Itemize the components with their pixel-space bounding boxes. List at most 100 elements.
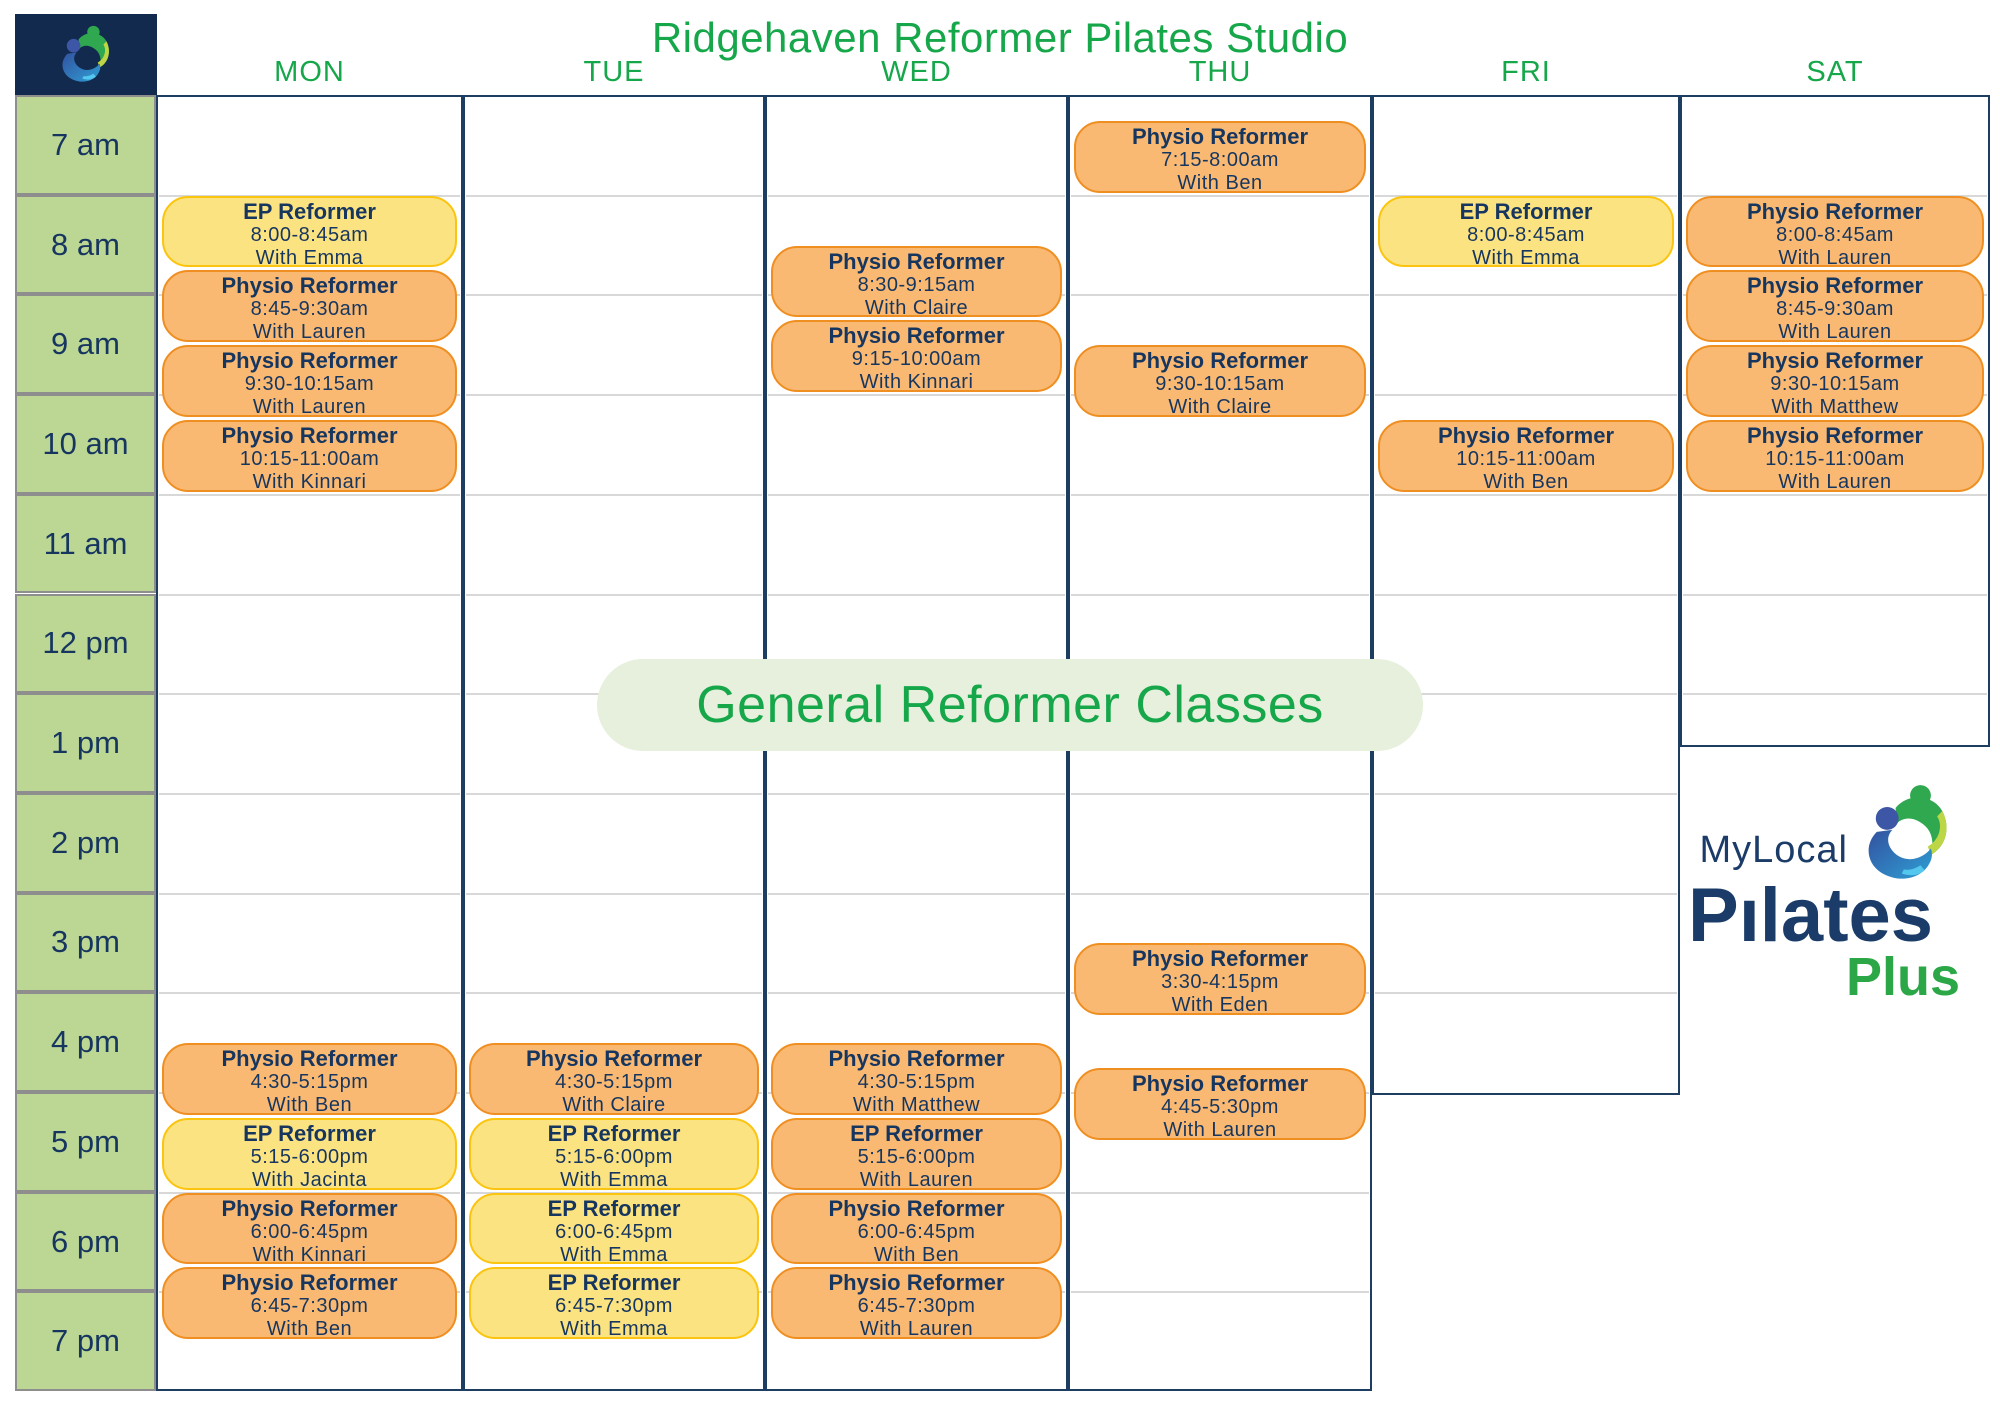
- hour-gridline: [1375, 593, 1677, 596]
- class-instructor: With Ben: [266, 1094, 353, 1115]
- brand-icon: [1868, 785, 1947, 879]
- class-name: Physio Reformer: [1131, 946, 1309, 972]
- hour-gridline: [1375, 892, 1677, 895]
- hour-gridline: [1375, 294, 1677, 297]
- class-name: EP Reformer: [850, 1120, 983, 1146]
- hour-gridline: [1071, 493, 1369, 496]
- hour-gridline: [159, 992, 460, 995]
- class-instructor: With Emma: [255, 246, 364, 268]
- hour-gridline: [1683, 593, 1987, 596]
- brand-mylocal-label: MyLocal: [1699, 829, 1848, 871]
- time-label: 5 pm: [15, 1092, 156, 1192]
- hour-gridline: [768, 992, 1065, 995]
- class-name: Physio Reformer: [828, 1046, 1005, 1072]
- class-time: 3:30-4:15pm: [1161, 971, 1279, 994]
- banner-label: General Reformer Classes: [696, 676, 1324, 734]
- class-instructor: With Lauren: [252, 321, 367, 343]
- general-classes-banner: General Reformer Classes: [597, 659, 1423, 751]
- hour-gridline: [466, 493, 762, 496]
- class-name: Physio Reformer: [1746, 273, 1924, 299]
- brand-pilates-label: Pılates: [1688, 873, 1934, 958]
- class-name: Physio Reformer: [828, 323, 1005, 349]
- class-name: EP Reformer: [547, 1120, 681, 1146]
- class-time: 5:15-6:00pm: [555, 1145, 673, 1168]
- hour-gridline: [1071, 194, 1369, 197]
- class-instructor: With Claire: [1168, 396, 1272, 418]
- class-name: EP Reformer: [547, 1270, 681, 1296]
- class-name: Physio Reformer: [828, 1270, 1005, 1296]
- class-instructor: With Lauren: [1778, 321, 1892, 343]
- class-time: 10:15-11:00am: [1765, 448, 1905, 471]
- class-instructor: With Claire: [864, 296, 969, 318]
- hour-gridline: [1683, 693, 1987, 696]
- class-name: Physio Reformer: [1746, 423, 1924, 449]
- hour-gridline: [159, 792, 460, 795]
- class-name: Physio Reformer: [1746, 198, 1924, 224]
- class-instructor: With Ben: [266, 1318, 353, 1340]
- day-header-fri: FRI: [1501, 56, 1551, 88]
- class-time: 9:30-10:15am: [1770, 373, 1900, 396]
- page-title: Ridgehaven Reformer Pilates Studio: [651, 14, 1349, 61]
- hour-gridline: [768, 892, 1065, 895]
- time-label: 12 pm: [15, 593, 156, 694]
- hour-gridline: [1375, 992, 1677, 995]
- time-label: 4 pm: [15, 992, 156, 1092]
- class-time: 4:45-5:30pm: [1161, 1096, 1279, 1119]
- time-label: 7 pm: [15, 1291, 156, 1392]
- class-instructor: With Lauren: [252, 396, 367, 418]
- hour-gridline: [768, 792, 1065, 795]
- hour-gridline: [159, 593, 460, 596]
- hour-gridline: [466, 294, 762, 297]
- class-instructor: With Emma: [560, 1168, 668, 1190]
- class-time: 4:30-5:15pm: [857, 1071, 976, 1094]
- hour-gridline: [768, 493, 1065, 496]
- class-time: 8:00-8:45am: [1776, 223, 1894, 246]
- hour-gridline: [466, 194, 762, 197]
- class-instructor: With Matthew: [852, 1094, 981, 1115]
- time-label: 8 am: [15, 194, 156, 295]
- class-time: 6:45-7:30pm: [555, 1295, 673, 1318]
- brand-plus-label: Plus: [1845, 947, 1960, 1007]
- class-name: Physio Reformer: [1131, 348, 1309, 374]
- hour-gridline: [1375, 693, 1677, 696]
- class-time: 8:45-9:30am: [1776, 298, 1894, 321]
- class-time: 9:30-10:15am: [1155, 373, 1285, 396]
- class-instructor: With Ben: [1483, 471, 1569, 492]
- brand-icon: [62, 25, 109, 82]
- class-time: 10:15-11:00am: [1456, 448, 1596, 471]
- hour-gridline: [1683, 493, 1987, 496]
- time-label: 3 pm: [15, 892, 156, 993]
- class-time: 9:15-10:00am: [851, 348, 982, 371]
- class-instructor: With Lauren: [859, 1318, 974, 1340]
- hour-gridline: [1071, 892, 1369, 895]
- class-instructor: With Lauren: [859, 1168, 974, 1190]
- class-instructor: With Claire: [562, 1094, 666, 1115]
- class-name: Physio Reformer: [221, 1046, 398, 1072]
- hour-gridline: [768, 394, 1065, 397]
- class-instructor: With Jacinta: [252, 1168, 367, 1190]
- class-name: Physio Reformer: [1131, 1071, 1309, 1097]
- class-time: 8:30-9:15am: [857, 273, 976, 296]
- hour-gridline: [466, 992, 762, 995]
- hour-gridline: [466, 394, 762, 397]
- hour-gridline: [1071, 294, 1369, 297]
- hour-gridline: [159, 892, 460, 895]
- hour-gridline: [1071, 593, 1369, 596]
- class-time: 8:00-8:45am: [1467, 223, 1585, 246]
